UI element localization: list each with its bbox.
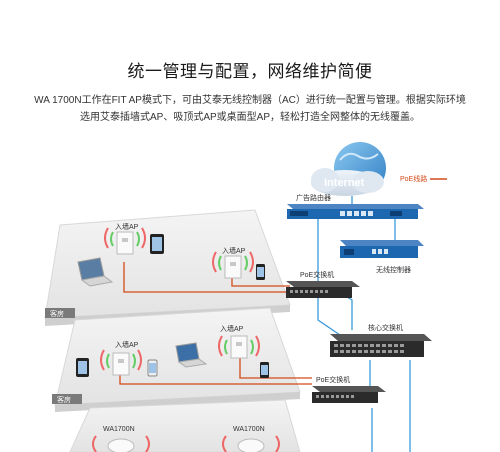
ceiling-ap-icon [107,438,135,452]
poe-switch-2-label: PoE交换机 [316,375,350,384]
floor-2-phone-1 [147,359,158,377]
wall-ap-icon [224,255,242,279]
floor-3-ap-2: WA1700N [222,426,280,452]
floor-2-ap-2: 入墙AP [218,324,260,359]
floor-1-room-label: 客房 [50,309,64,318]
floor-1-ap-2-label: 入墙AP [222,246,246,255]
legend-poe-label: PoE线路 [400,174,427,183]
floor-2-ap-2-label: 入墙AP [220,324,244,333]
wall-ap-icon [230,335,248,359]
floor-1-laptop [77,257,114,287]
floor-2-tablet [76,358,89,377]
wall-ap-icon [112,352,130,376]
floor-1-ap-1: 入墙AP [104,222,146,255]
floor-2-ap-1: 入墙AP [100,340,142,376]
internet-label: Internet [324,177,365,189]
floor-3-ap-1: WA1700N [92,426,150,452]
internet-cloud: Internet [311,142,386,196]
router-device: 广告路由器 [287,193,424,219]
floor-3 [69,399,301,452]
wall-ap-icon [116,231,134,255]
wireless-controller-device: 无线控制器 [340,240,424,274]
floor-2-phone-2 [260,362,269,378]
floor-2-room-badge [52,394,82,404]
description-line-2: 选用艾泰插墙式AP、吸顶式AP或桌面型AP，轻松打造全网整体的无线覆盖。 [79,112,421,123]
floor-1-ap-2: 入墙AP [212,246,254,279]
controller-label: 无线控制器 [376,265,411,274]
ceiling-ap-icon [237,438,265,452]
floor-2-ap-1-label: 入墙AP [115,340,139,349]
page-title: 统一管理与配置，网络维护简便 [127,62,373,81]
floor-1-ap-1-label: 入墙AP [115,222,139,231]
floor-1-tablet [150,234,164,254]
core-switch-label: 核心交换机 [368,323,403,332]
floor-1-room-badge [45,308,75,318]
floor-1-phone [256,264,265,280]
floor-2-laptop [175,342,208,368]
poe-switch-1-label: PoE交换机 [300,270,334,279]
poe-switch-2-device: PoE交换机 [312,375,386,403]
core-switch-device: 核心交换机 [330,323,432,357]
router-label: 广告路由器 [296,193,331,202]
floor-2: 客房 [52,307,301,412]
floor-3-ap-1-label: WA1700N [103,426,135,433]
legend-poe: PoE线路 [400,174,447,183]
description-line-1: WA 1700N工作在FIT AP模式下，可由艾泰无线控制器（AC）进行统一配置… [34,95,466,106]
poe-switch-1-device: PoE交换机 [286,270,360,298]
floor-2-room-label: 客房 [57,395,71,404]
floor-3-ap-2-label: WA1700N [233,426,265,433]
